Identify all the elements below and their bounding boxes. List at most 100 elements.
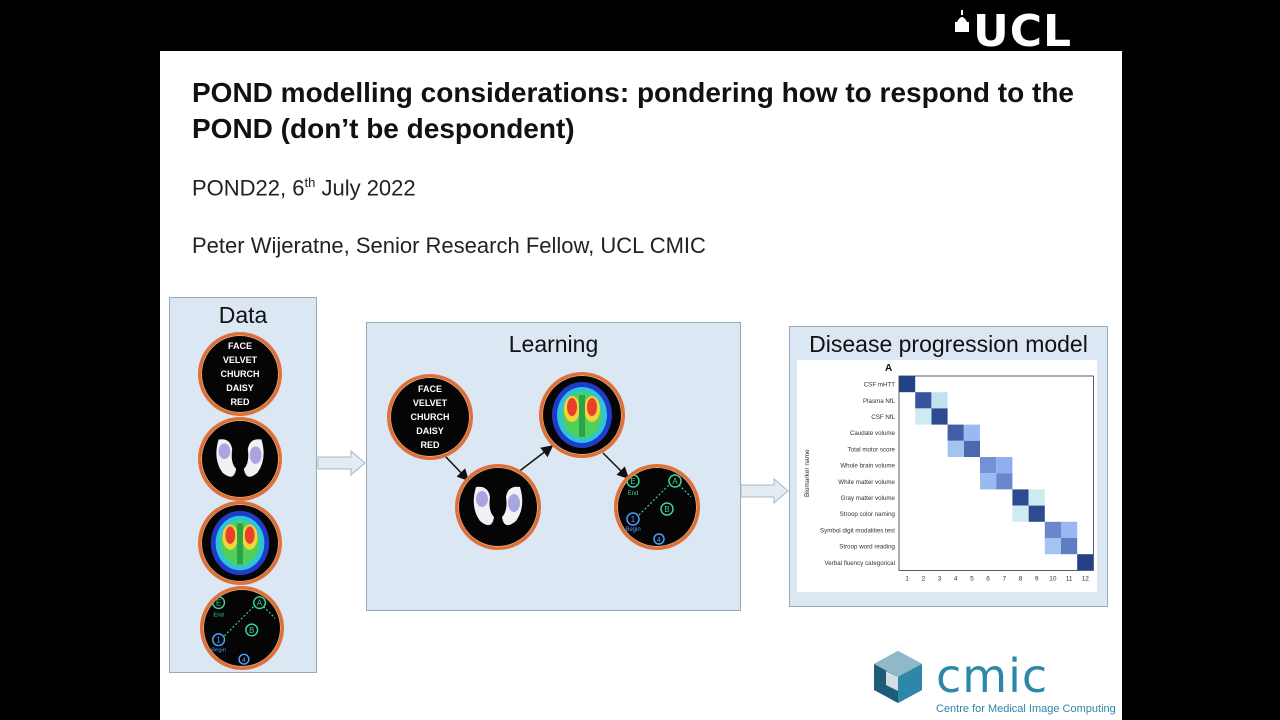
trail-begin-label: Begin [211, 647, 226, 653]
matrix-col-label: 12 [1082, 575, 1090, 582]
trail-1-label: 1 [631, 515, 636, 524]
slide-subtitle: POND22, 6th July 2022 [192, 175, 416, 201]
matrix-row-label: Stroop word reading [839, 544, 895, 551]
matrix-cell [1044, 538, 1061, 555]
word-item: FACE [417, 384, 442, 394]
matrix-col-label: 9 [1035, 575, 1039, 582]
matrix-cell [1044, 521, 1061, 538]
matrix-row-label: Caudate volume [850, 430, 896, 437]
ucl-logo-text: UCL [973, 6, 1073, 57]
matrix-row-label: White matter volume [838, 479, 895, 486]
matrix-cell [915, 392, 932, 409]
model-panel-label: Disease progression model [809, 331, 1088, 357]
subtitle-sup: th [304, 175, 316, 190]
matrix-cell [980, 457, 997, 474]
matrix-col-label: 10 [1049, 575, 1057, 582]
data-panel: Data FACE VELVET CHURCH DAISY RED [169, 297, 317, 673]
word-item: VELVET [222, 355, 258, 365]
trail-begin-label: Begin [625, 527, 640, 533]
matrix-cell [947, 424, 964, 441]
matrix-row-label: Stroop color naming [840, 511, 896, 518]
matrix-row-label: CSF mHTT [864, 382, 895, 389]
matrix-cell [980, 473, 997, 490]
arrow-data-to-learning-icon [317, 450, 366, 476]
slide-title: POND modelling considerations: pondering… [192, 77, 1074, 144]
mri-ventricles-circle [198, 417, 282, 501]
brain-scan-icon [552, 382, 612, 448]
learning-word-circle: FACE VELVET CHURCH DAISY RED [387, 374, 473, 460]
matrix-cell [1061, 521, 1078, 538]
cmic-cube-icon [874, 651, 922, 703]
word-item: CHURCH [220, 369, 260, 379]
learning-panel-label: Learning [508, 331, 599, 357]
word-item: RED [420, 440, 440, 450]
learning-pet-circle [539, 372, 625, 458]
matrix-row-label: Gray matter volume [841, 495, 896, 502]
slide-author: Peter Wijeratne, Senior Research Fellow,… [192, 233, 706, 258]
trail-end-label: End [213, 612, 223, 618]
matrix-row-label: Total motor score [848, 446, 896, 453]
cmic-logo-subtitle: Centre for Medical Image Computing [936, 703, 1116, 715]
matrix-cell [1012, 489, 1029, 506]
matrix-col-label: 11 [1066, 575, 1073, 582]
matrix-col-label: 8 [1019, 575, 1023, 582]
trail-end-label: End [628, 491, 639, 497]
pet-scan-circle [198, 501, 282, 585]
matrix-cell [899, 376, 916, 393]
learning-ventricles-circle [455, 464, 541, 550]
matrix-col-label: 5 [970, 575, 974, 582]
word-item: DAISY [416, 426, 444, 436]
trail-a-label: A [672, 477, 678, 486]
ventricles-icon [473, 486, 523, 526]
trail-making-icon: E End A B 1 Begin 4 [211, 596, 276, 665]
learning-panel: Learning FACE VELVET CHURCH DAISY RED [366, 322, 741, 611]
ventricles-icon [216, 439, 264, 477]
trail-b-label: B [664, 505, 669, 514]
matrix-col-label: 3 [938, 575, 942, 582]
matrix-y-axis-label: Biomarker name [804, 449, 811, 497]
word-item: DAISY [226, 383, 254, 393]
matrix-cell [1028, 505, 1045, 522]
matrix-cell [996, 457, 1013, 474]
matrix-row-label: Verbal fluency categorical [824, 560, 895, 567]
matrix-panel-letter: A [885, 363, 892, 374]
matrix-cell [1028, 489, 1045, 506]
matrix-cell [931, 408, 948, 425]
subtitle-prefix: POND22, 6 [192, 175, 305, 201]
word-list: FACE VELVET CHURCH DAISY RED [201, 335, 279, 413]
trail-1-label: 1 [216, 636, 220, 645]
data-panel-label: Data [218, 302, 268, 328]
matrix-col-label: 1 [905, 575, 909, 582]
matrix-row-label: Symbol digit modalities test [820, 527, 895, 534]
word-item: FACE [227, 341, 252, 351]
matrix-col-label: 2 [921, 575, 925, 582]
matrix-col-label: 7 [1002, 575, 1006, 582]
matrix-cell [915, 408, 932, 425]
brain-scan-icon [210, 510, 270, 576]
slide: POND modelling considerations: pondering… [160, 51, 1122, 720]
trail-e-label: E [216, 599, 221, 608]
trail-e-label: E [630, 477, 635, 486]
matrix-col-label: 4 [954, 575, 958, 582]
learning-path-arrows [444, 445, 630, 482]
word-item: RED [230, 397, 250, 407]
matrix-cell [996, 473, 1013, 490]
matrix-row-label: CSF NfL [871, 414, 895, 421]
learning-word-list: FACE VELVET CHURCH DAISY RED [390, 377, 470, 457]
trail-4-label: 4 [657, 537, 661, 544]
matrix-cell [963, 424, 980, 441]
cmic-logo-text: cmic [936, 649, 1049, 703]
trail-making-icon: E End A B 1 Begin 4 [625, 474, 692, 545]
matrix-col-label: 6 [986, 575, 990, 582]
word-list-circle: FACE VELVET CHURCH DAISY RED [198, 332, 282, 416]
learning-trail-circle: E End A B 1 Begin 4 [614, 464, 700, 550]
subtitle-suffix: July 2022 [315, 175, 416, 201]
trail-4-label: 4 [242, 657, 246, 664]
word-item: CHURCH [410, 412, 450, 422]
ucl-logo: UCL [955, 10, 1072, 54]
word-item: VELVET [412, 398, 448, 408]
matrix-cell [1012, 505, 1029, 522]
